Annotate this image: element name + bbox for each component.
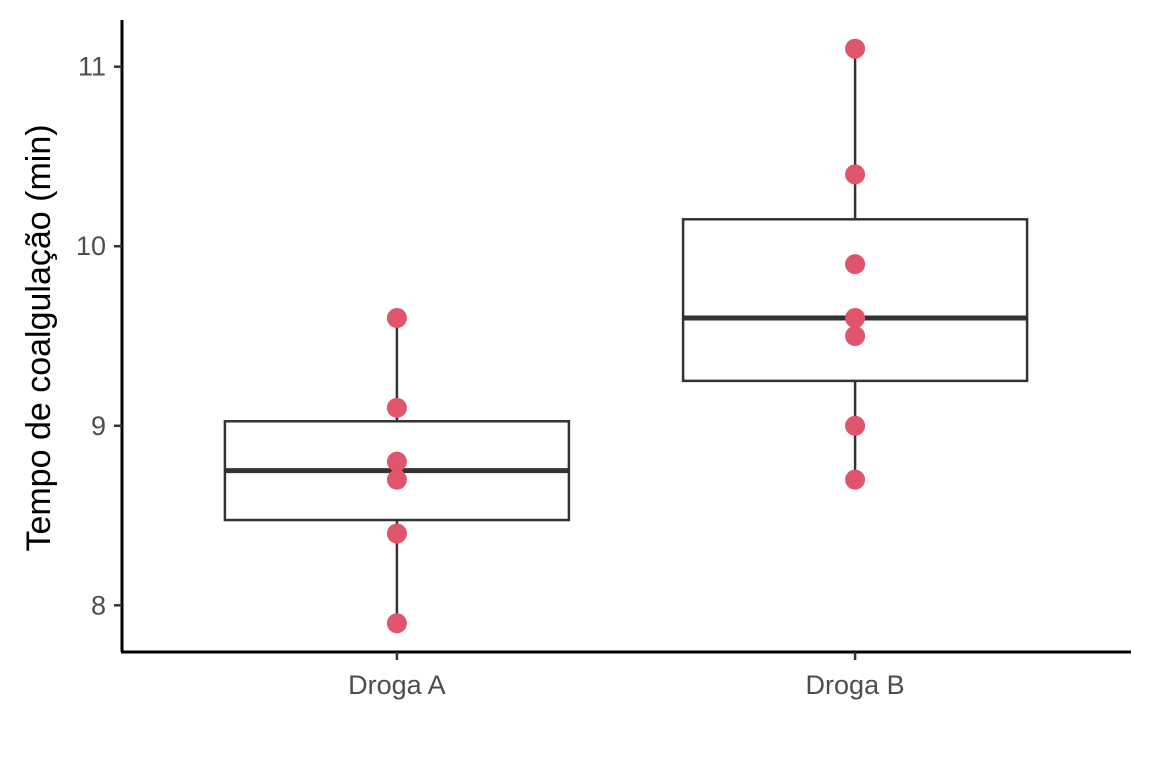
data-point xyxy=(386,397,407,418)
data-point xyxy=(845,415,866,436)
y-tick-label: 9 xyxy=(91,411,106,441)
y-tick-label: 8 xyxy=(91,590,106,620)
data-point xyxy=(386,523,407,544)
data-point xyxy=(845,308,866,329)
y-tick-label: 10 xyxy=(76,231,106,261)
plot-marks xyxy=(223,38,1029,634)
data-point xyxy=(845,469,866,490)
x-tick-label: Droga A xyxy=(348,670,446,700)
data-point xyxy=(845,38,866,59)
y-ticks: 8 9 10 11 xyxy=(76,52,122,620)
data-point xyxy=(845,164,866,185)
box-group xyxy=(223,308,571,634)
y-tick-label: 11 xyxy=(78,52,106,82)
data-point xyxy=(386,308,407,329)
y-axis-label: Tempo de coalgulação (min) xyxy=(20,124,58,551)
data-point xyxy=(845,254,866,275)
box-group xyxy=(681,38,1029,490)
data-point xyxy=(845,326,866,346)
data-point xyxy=(386,469,407,490)
data-point xyxy=(386,613,407,634)
x-tick-label: Droga B xyxy=(806,670,905,700)
iqr-box xyxy=(681,218,1029,383)
x-ticks: Droga A Droga B xyxy=(348,652,905,700)
data-point xyxy=(386,451,407,472)
